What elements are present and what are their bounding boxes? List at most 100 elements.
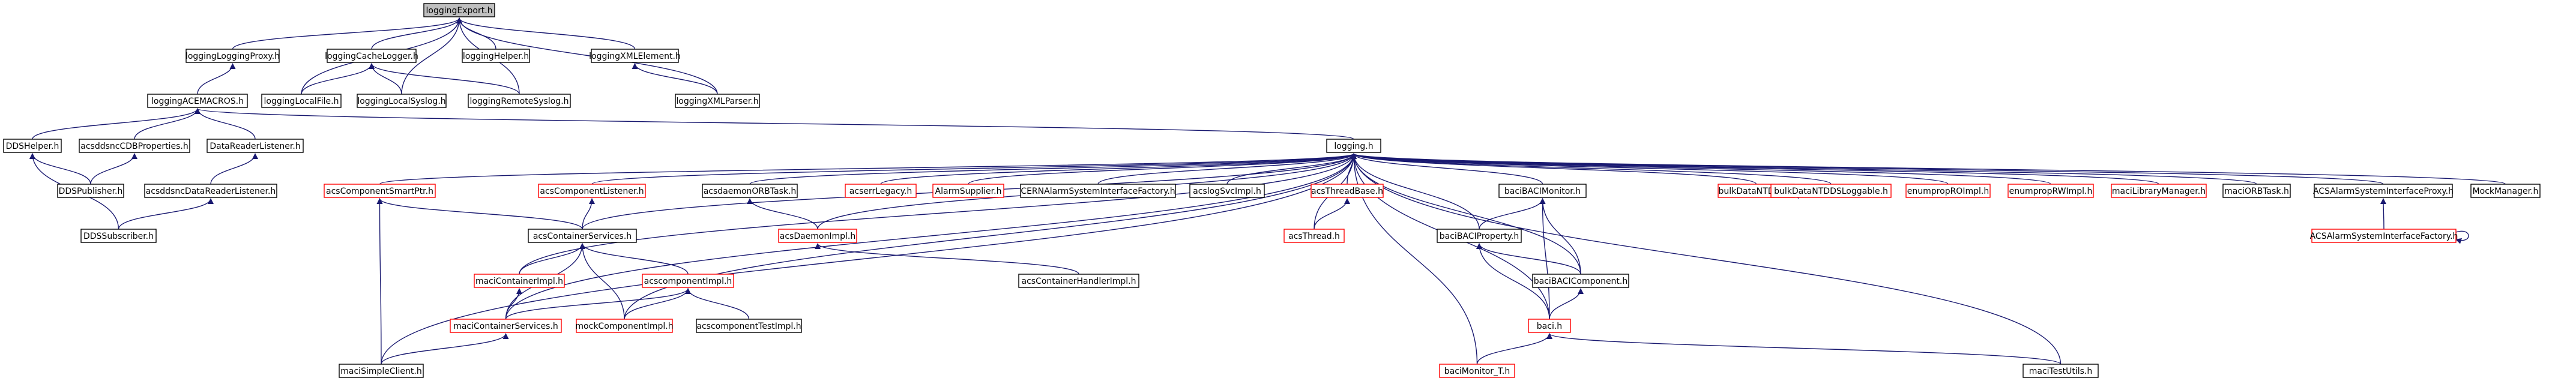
node-box-acsComponentListener bbox=[538, 184, 646, 198]
node-label-bacih: baci.h bbox=[1537, 322, 1562, 331]
node-box-acsThread bbox=[1283, 229, 1345, 243]
node-baciBACIComponent[interactable]: baciBACIComponent.h bbox=[1532, 274, 1629, 288]
node-label-MockManager: MockManager.h bbox=[2473, 187, 2539, 196]
node-label-maciORBTask: maciORBTask.h bbox=[2224, 187, 2289, 196]
node-loggingXMLElement[interactable]: loggingXMLElement.h bbox=[589, 49, 681, 63]
node-label-baciBACIMonitor: baciBACIMonitor.h bbox=[1504, 187, 1581, 196]
node-ACSAlarmSystemInterfaceFactory[interactable]: ACSAlarmSystemInterfaceFactory.h bbox=[2310, 229, 2458, 243]
node-acsddsncDataReaderListener[interactable]: acsddsncDataReaderListener.h bbox=[144, 184, 277, 198]
node-box-maciTestUtils bbox=[2022, 364, 2099, 378]
node-mockComponentImpl[interactable]: mockComponentImpl.h bbox=[575, 319, 674, 333]
node-loggingExport: loggingExport.h bbox=[423, 3, 495, 17]
node-label-DDSPublisher: DDSPublisher.h bbox=[59, 187, 123, 196]
node-box-loggingXMLElement bbox=[591, 49, 679, 63]
node-MockManager[interactable]: MockManager.h bbox=[2470, 184, 2541, 198]
node-DDSSubscriber[interactable]: DDSSubscriber.h bbox=[80, 229, 157, 243]
edge-loggingLocalSyslog-to-loggingCacheLogger bbox=[369, 63, 402, 95]
edge-acsdaemonORBTask-to-logging bbox=[749, 153, 1357, 185]
node-box-baciBACIComponent bbox=[1532, 274, 1629, 288]
node-acscomponentImpl[interactable]: acscomponentImpl.h bbox=[642, 274, 734, 288]
node-loggingLocalFile[interactable]: loggingLocalFile.h bbox=[261, 94, 342, 108]
node-label-acsComponentSmartPtr: acsComponentSmartPtr.h bbox=[326, 187, 433, 196]
edge-maciTestUtils-to-bacih bbox=[1546, 333, 2062, 365]
node-box-maciORBTask bbox=[2222, 184, 2291, 198]
node-maciORBTask[interactable]: maciORBTask.h bbox=[2222, 184, 2291, 198]
node-acsdaemonORBTask[interactable]: acsdaemonORBTask.h bbox=[702, 184, 798, 198]
node-maciContainerImpl[interactable]: maciContainerImpl.h bbox=[474, 274, 565, 288]
node-label-DDSHelper: DDSHelper.h bbox=[6, 142, 59, 151]
node-label-mockComponentImpl: mockComponentImpl.h bbox=[575, 322, 673, 331]
edge-acscomponentTestImpl-to-acscomponentImpl bbox=[685, 288, 750, 320]
edge-bulkDataNTDDSLoggable-to-logging bbox=[1351, 153, 1832, 185]
node-acsThread[interactable]: acsThread.h bbox=[1283, 229, 1345, 243]
node-acsComponentSmartPtr[interactable]: acsComponentSmartPtr.h bbox=[324, 184, 436, 198]
node-enumpropROImpl[interactable]: enumpropROImpl.h bbox=[1905, 184, 1991, 198]
node-acsddsncCDBProperties[interactable]: acsddsncCDBProperties.h bbox=[79, 139, 190, 153]
node-label-loggingXMLElement: loggingXMLElement.h bbox=[589, 52, 681, 61]
node-box-ACSAlarmSystemInterfaceProxy bbox=[2314, 184, 2453, 198]
edge-acsDaemonImpl-to-acsdaemonORBTask bbox=[747, 198, 818, 230]
node-loggingRemoteSyslog[interactable]: loggingRemoteSyslog.h bbox=[468, 94, 571, 108]
node-logging[interactable]: logging.h bbox=[1326, 139, 1381, 153]
node-CERNAlarmSystemInterfaceFactory[interactable]: CERNAlarmSystemInterfaceFactory.h bbox=[1020, 184, 1176, 198]
node-label-loggingLocalSyslog: loggingLocalSyslog.h bbox=[357, 97, 445, 106]
edge-acsContainerServices-to-acsComponentListener bbox=[582, 198, 595, 230]
node-enumpropRWImpl[interactable]: enumpropRWImpl.h bbox=[2007, 184, 2094, 198]
node-baciMonitor_T[interactable]: baciMonitor_T.h bbox=[1439, 364, 1515, 378]
node-baciBACIMonitor[interactable]: baciBACIMonitor.h bbox=[1498, 184, 1587, 198]
node-box-acscomponentImpl bbox=[642, 274, 734, 288]
node-box-ACSAlarmSystemInterfaceFactory bbox=[2311, 229, 2457, 243]
node-acsThreadBase[interactable]: acsThreadBase.h bbox=[1311, 184, 1384, 198]
node-loggingHelper[interactable]: loggingHelper.h bbox=[462, 49, 530, 63]
edge-maciContainerServices-to-maciContainerImpl bbox=[505, 288, 522, 320]
node-bacih[interactable]: baci.h bbox=[1528, 319, 1571, 333]
edge-baciBACIMonitor-to-logging bbox=[1351, 153, 1543, 185]
node-ACSAlarmSystemInterfaceProxy[interactable]: ACSAlarmSystemInterfaceProxy.h bbox=[2313, 184, 2454, 198]
node-label-baciMonitor_T: baciMonitor_T.h bbox=[1444, 367, 1510, 376]
node-box-loggingLocalSyslog bbox=[357, 94, 447, 108]
edge-baciMonitor_T-to-bacih bbox=[1476, 333, 1552, 365]
node-label-loggingLoggingProxy: loggingLoggingProxy.h bbox=[186, 52, 280, 61]
node-baciBACIProperty[interactable]: baciBACIProperty.h bbox=[1437, 229, 1522, 243]
node-box-enumpropROImpl bbox=[1905, 184, 1991, 198]
edge-maciContainerImpl-to-logging bbox=[519, 153, 1357, 275]
node-DataReaderListener[interactable]: DataReaderListener.h bbox=[207, 139, 304, 153]
node-acsContainerHandlerImpl[interactable]: acsContainerHandlerImpl.h bbox=[1018, 274, 1139, 288]
node-DDSPublisher[interactable]: DDSPublisher.h bbox=[57, 184, 124, 198]
node-label-maciContainerImpl: maciContainerImpl.h bbox=[475, 277, 563, 286]
node-acsContainerServices[interactable]: acsContainerServices.h bbox=[528, 229, 637, 243]
node-loggingLoggingProxy[interactable]: loggingLoggingProxy.h bbox=[186, 49, 280, 63]
node-box-acsThreadBase bbox=[1311, 184, 1384, 198]
node-label-acsThread: acsThread.h bbox=[1288, 232, 1340, 241]
node-label-logging: logging.h bbox=[1334, 142, 1373, 151]
edge-DDSHelper-to-loggingACEMACROS bbox=[32, 108, 201, 140]
node-box-maciContainerImpl bbox=[474, 274, 565, 288]
node-acscomponentTestImpl[interactable]: acscomponentTestImpl.h bbox=[696, 319, 802, 333]
node-loggingLocalSyslog[interactable]: loggingLocalSyslog.h bbox=[357, 94, 447, 108]
edge-DDSSubscriber-to-acsddsncDataReaderListener bbox=[118, 198, 214, 230]
node-label-loggingExport: loggingExport.h bbox=[426, 6, 492, 16]
node-box-acsDaemonImpl bbox=[778, 229, 857, 243]
edge-acsThread-to-acsThreadBase bbox=[1314, 198, 1350, 230]
node-loggingXMLParser[interactable]: loggingXMLParser.h bbox=[675, 94, 760, 108]
node-box-loggingLoggingProxy bbox=[186, 49, 280, 63]
node-maciSimpleClient[interactable]: maciSimpleClient.h bbox=[339, 364, 424, 378]
node-label-CERNAlarmSystemInterfaceFactory: CERNAlarmSystemInterfaceFactory.h bbox=[1021, 187, 1175, 196]
node-maciLibraryManager[interactable]: maciLibraryManager.h bbox=[2111, 184, 2207, 198]
node-loggingACEMACROS[interactable]: loggingACEMACROS.h bbox=[147, 94, 248, 108]
node-acsDaemonImpl[interactable]: acsDaemonImpl.h bbox=[778, 229, 857, 243]
node-acslogSvcImpl[interactable]: acslogSvcImpl.h bbox=[1189, 184, 1265, 198]
node-AlarmSupplier[interactable]: AlarmSupplier.h bbox=[932, 184, 1004, 198]
node-acsComponentListener[interactable]: acsComponentListener.h bbox=[538, 184, 646, 198]
node-acserrLegacy[interactable]: acserrLegacy.h bbox=[845, 184, 917, 198]
node-maciContainerServices[interactable]: maciContainerServices.h bbox=[450, 319, 562, 333]
node-loggingCacheLogger[interactable]: loggingCacheLogger.h bbox=[325, 49, 418, 63]
node-bulkDataNTDDSLoggable[interactable]: bulkDataNTDDSLoggable.h bbox=[1770, 184, 1892, 198]
edge-acslogSvcImpl-to-logging bbox=[1226, 153, 1357, 185]
node-DDSHelper[interactable]: DDSHelper.h bbox=[3, 139, 62, 153]
edge-acscomponentImpl-to-acsContainerServices bbox=[579, 243, 689, 275]
node-box-DDSSubscriber bbox=[80, 229, 157, 243]
node-label-maciContainerServices: maciContainerServices.h bbox=[453, 322, 558, 331]
node-label-acslogSvcImpl: acslogSvcImpl.h bbox=[1193, 187, 1261, 196]
node-maciTestUtils[interactable]: maciTestUtils.h bbox=[2022, 364, 2099, 378]
